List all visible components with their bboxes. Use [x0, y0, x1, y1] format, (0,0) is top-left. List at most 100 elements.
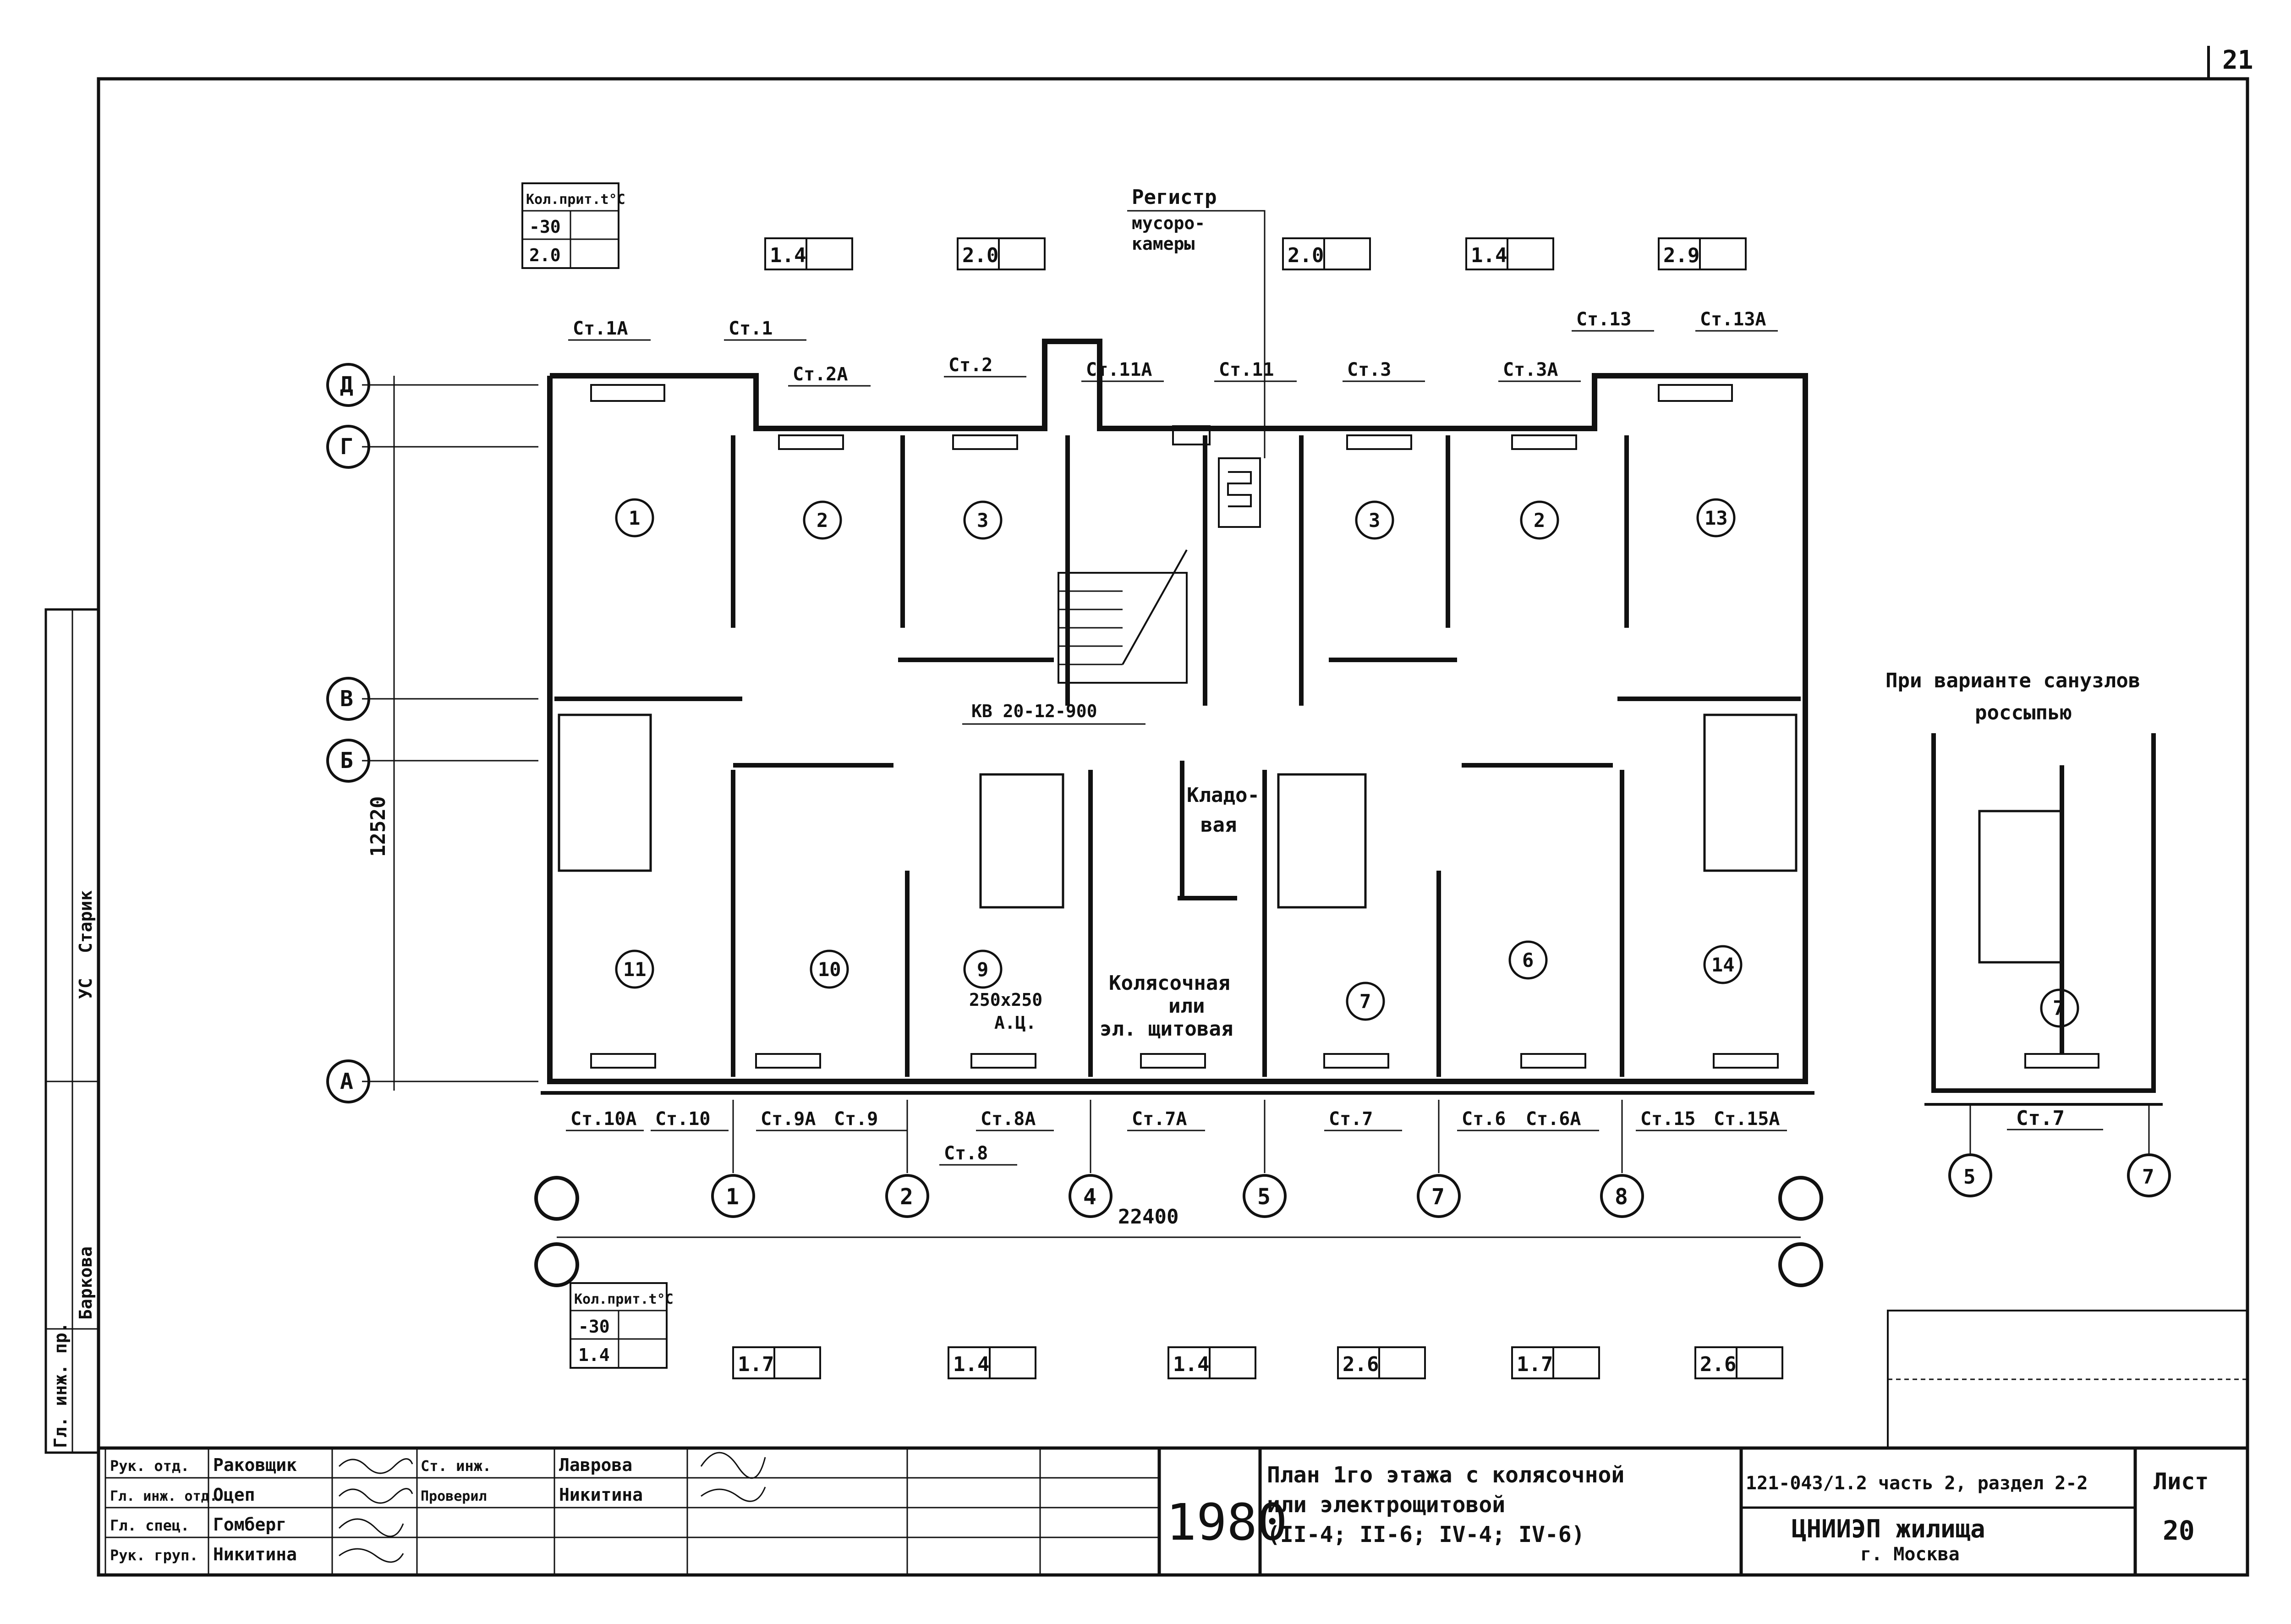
stamp-role-2: Гл. спец.	[110, 1517, 189, 1534]
variant-room-number: 7	[2053, 997, 2065, 1020]
value-box-text: 2.0	[1288, 244, 1324, 267]
svg-text:вая: вая	[1200, 813, 1237, 837]
grid-letter: В	[340, 686, 353, 712]
signature	[701, 1487, 766, 1502]
svg-text:мусоро-: мусоро-	[1132, 213, 1205, 233]
title-line-1: или электрощитовой	[1267, 1492, 1505, 1518]
riser-label: Ст.7A	[1132, 1108, 1187, 1130]
room-number: 2	[1534, 509, 1545, 532]
value-box-text: 2.6	[1700, 1353, 1736, 1376]
riser-label: Ст.7	[1329, 1108, 1373, 1130]
signature	[338, 1488, 413, 1504]
storage-label: Кладо- вая	[1187, 784, 1260, 837]
variant-axis: 7	[2142, 1165, 2154, 1189]
organization: ЦНИИЭП жилища	[1792, 1514, 1985, 1543]
riser-label: Ст.2A	[793, 364, 848, 385]
variant-title: При варианте санузлов	[1885, 669, 2140, 692]
register-label: Регистр мусоро- камеры	[1127, 186, 1266, 458]
variant-riser: Ст.7	[2016, 1107, 2065, 1130]
riser-label: Ст.9A	[761, 1108, 816, 1130]
room-number: 10	[818, 958, 841, 981]
value-box-text: 2.0	[962, 244, 998, 267]
stamp-name-3: Никитина	[213, 1544, 297, 1564]
riser-label: Ст.13A	[1700, 309, 1766, 330]
value-box-text: 2.6	[1343, 1353, 1379, 1376]
grid-number: 4	[1083, 1184, 1096, 1210]
sheet-frame	[97, 77, 2249, 1577]
riser-label: Ст.15A	[1714, 1108, 1780, 1130]
side-stamp-name2: Старик	[76, 890, 96, 953]
dim-horizontal: 22400	[1118, 1205, 1178, 1229]
top-value-boxes: 1.4 2.0 2.0 1.4 2.9	[764, 237, 1747, 270]
stamp-role-0: Рук. отд.	[110, 1457, 189, 1475]
riser-label: Ст.10	[655, 1108, 710, 1130]
title-line-0: План 1го этажа с колясочной	[1267, 1462, 1624, 1488]
value-box-text: 1.7	[738, 1353, 774, 1376]
dim-horizontal-line: 22400	[534, 1176, 1823, 1287]
year: 1980	[1166, 1493, 1288, 1552]
room-number: 9	[977, 958, 988, 981]
room-number: 2	[817, 509, 828, 532]
room-number: 3	[1369, 509, 1380, 532]
side-stamp-us: УС	[76, 978, 96, 999]
dim-vertical: 12520	[367, 796, 390, 857]
room-number: 3	[977, 509, 988, 532]
duct-label: 250х250 А.Ц.	[969, 990, 1042, 1033]
pram-label: Колясочная или эл. щитовая	[1100, 971, 1233, 1041]
grid-axes-left: 12520	[362, 376, 538, 1091]
riser-label: Ст.6	[1462, 1108, 1506, 1130]
riser-label: Ст.6A	[1526, 1108, 1581, 1130]
riser-label: Ст.11A	[1086, 359, 1152, 380]
riser-label: Ст.3A	[1503, 359, 1558, 380]
project-code: 121-043/1.2 часть 2, раздел 2-2	[1746, 1473, 2088, 1494]
value-box-text: 1.4	[1471, 244, 1507, 267]
building-plan	[541, 339, 1814, 1095]
title-block: Рук. отд. Раковщик Гл. инж. отд. Оцеп Гл…	[99, 1446, 2247, 1575]
svg-text:Кладо-: Кладо-	[1187, 784, 1260, 807]
riser-label: Ст.9	[834, 1108, 878, 1130]
heating-table-header: Кол.прит.t°C	[574, 1291, 674, 1307]
title-line-2: (II-4; II-6; IV-4; IV-6)	[1267, 1522, 1585, 1547]
grid-letter: А	[340, 1069, 353, 1094]
grid-letter: Г	[340, 434, 353, 460]
riser-label: Ст.2	[948, 355, 992, 376]
side-stamp-name: Баркова	[76, 1246, 96, 1320]
stamp-role-3: Рук. груп.	[110, 1547, 198, 1564]
value-box-text: 2.9	[1663, 244, 1699, 267]
grid-letter: Б	[340, 748, 353, 774]
stamp-right-name-1: Никитина	[559, 1485, 643, 1505]
sheet-label: Лист	[2154, 1468, 2209, 1495]
riser-label: Ст.8	[944, 1143, 988, 1164]
heating-table-header: Кол.прит.t°C	[526, 192, 625, 208]
riser-label: Ст.1	[729, 318, 773, 339]
room-number: 6	[1522, 949, 1534, 971]
value-box-text: 1.4	[770, 244, 806, 267]
riser-label: Ст.3	[1347, 359, 1391, 380]
heating-table-row2: 2.0	[529, 245, 561, 265]
extra-box	[1887, 1310, 2247, 1448]
sheet-corner-number: 21	[2222, 45, 2253, 75]
signature	[700, 1452, 766, 1479]
heating-table-row1: -30	[529, 217, 561, 237]
svg-text:Регистр: Регистр	[1132, 186, 1217, 209]
variant-axis: 5	[1963, 1165, 1976, 1189]
riser-label: Ст.15	[1640, 1108, 1695, 1130]
variant-subtitle: россыпью	[1975, 701, 2072, 724]
svg-text:А.Ц.: А.Ц.	[994, 1013, 1036, 1033]
kv-label: КВ 20-12-900	[971, 701, 1097, 721]
stamp-right-role-1: Проверил	[421, 1488, 487, 1504]
riser-label: Ст.8A	[981, 1108, 1036, 1130]
heating-table-row1: -30	[578, 1317, 610, 1337]
stamp-name-2: Гомберг	[213, 1514, 286, 1535]
room-number: 7	[1359, 990, 1371, 1013]
heating-table-top: Кол.прит.t°C -30 2.0	[521, 182, 625, 269]
svg-text:или: или	[1168, 994, 1205, 1018]
side-stamp: Гл. инж. пр. Баркова УС Старик	[44, 608, 100, 1454]
grid-number: 7	[1431, 1184, 1445, 1210]
